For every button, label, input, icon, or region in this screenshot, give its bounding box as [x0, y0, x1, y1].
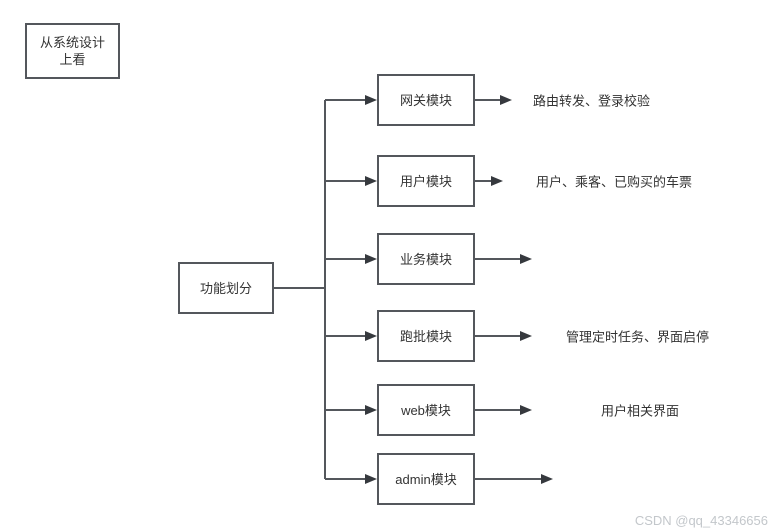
node-business-label: 业务模块: [399, 251, 452, 267]
watermark: CSDN @qq_43346656: [634, 513, 768, 528]
edge-branch-web: [325, 405, 377, 415]
arrowhead-icon: [365, 95, 377, 105]
annotation-gateway: 路由转发、登录校验: [533, 93, 651, 109]
node-root: 功能划分: [178, 262, 274, 314]
edge-out-web: [475, 405, 532, 415]
edge-branch-user: [325, 176, 377, 186]
arrowhead-icon: [365, 474, 377, 484]
arrowhead-icon: [500, 95, 512, 105]
node-admin: admin模块: [377, 453, 475, 505]
edge-out-admin: [475, 474, 553, 484]
arrowhead-icon: [365, 331, 377, 341]
node-batch: 跑批模块: [377, 310, 475, 362]
arrowhead-icon: [520, 405, 532, 415]
node-business: 业务模块: [377, 233, 475, 285]
edge-out-user: [475, 176, 503, 186]
title-line-2: 上看: [59, 52, 86, 67]
node-web-label: web模块: [401, 402, 451, 418]
edge-branch-gateway: [325, 95, 377, 105]
arrowhead-icon: [520, 331, 532, 341]
node-gateway: 网关模块: [377, 74, 475, 126]
node-admin-label: admin模块: [395, 471, 457, 487]
node-web: web模块: [377, 384, 475, 436]
annotation-user: 用户、乘客、已购买的车票: [536, 174, 693, 190]
arrowhead-icon: [365, 176, 377, 186]
annotation-web: 用户相关界面: [601, 403, 680, 419]
node-user: 用户模块: [377, 155, 475, 207]
edge-out-gateway: [475, 95, 512, 105]
arrowhead-icon: [520, 254, 532, 264]
arrowhead-icon: [365, 254, 377, 264]
arrowhead-icon: [491, 176, 503, 186]
title-box: 从系统设计 上看: [25, 23, 120, 79]
node-root-label: 功能划分: [199, 280, 252, 296]
arrowhead-icon: [541, 474, 553, 484]
node-user-label: 用户模块: [399, 173, 452, 189]
edge-branch-business: [325, 254, 377, 264]
node-gateway-label: 网关模块: [399, 92, 452, 108]
edge-branch-admin: [325, 474, 377, 484]
edge-out-batch: [475, 331, 532, 341]
annotation-batch: 管理定时任务、界面启停: [566, 329, 710, 345]
title-line-1: 从系统设计: [39, 35, 105, 50]
edge-out-business: [475, 254, 532, 264]
arrowhead-icon: [365, 405, 377, 415]
node-batch-label: 跑批模块: [399, 328, 452, 344]
edge-branch-batch: [325, 331, 377, 341]
